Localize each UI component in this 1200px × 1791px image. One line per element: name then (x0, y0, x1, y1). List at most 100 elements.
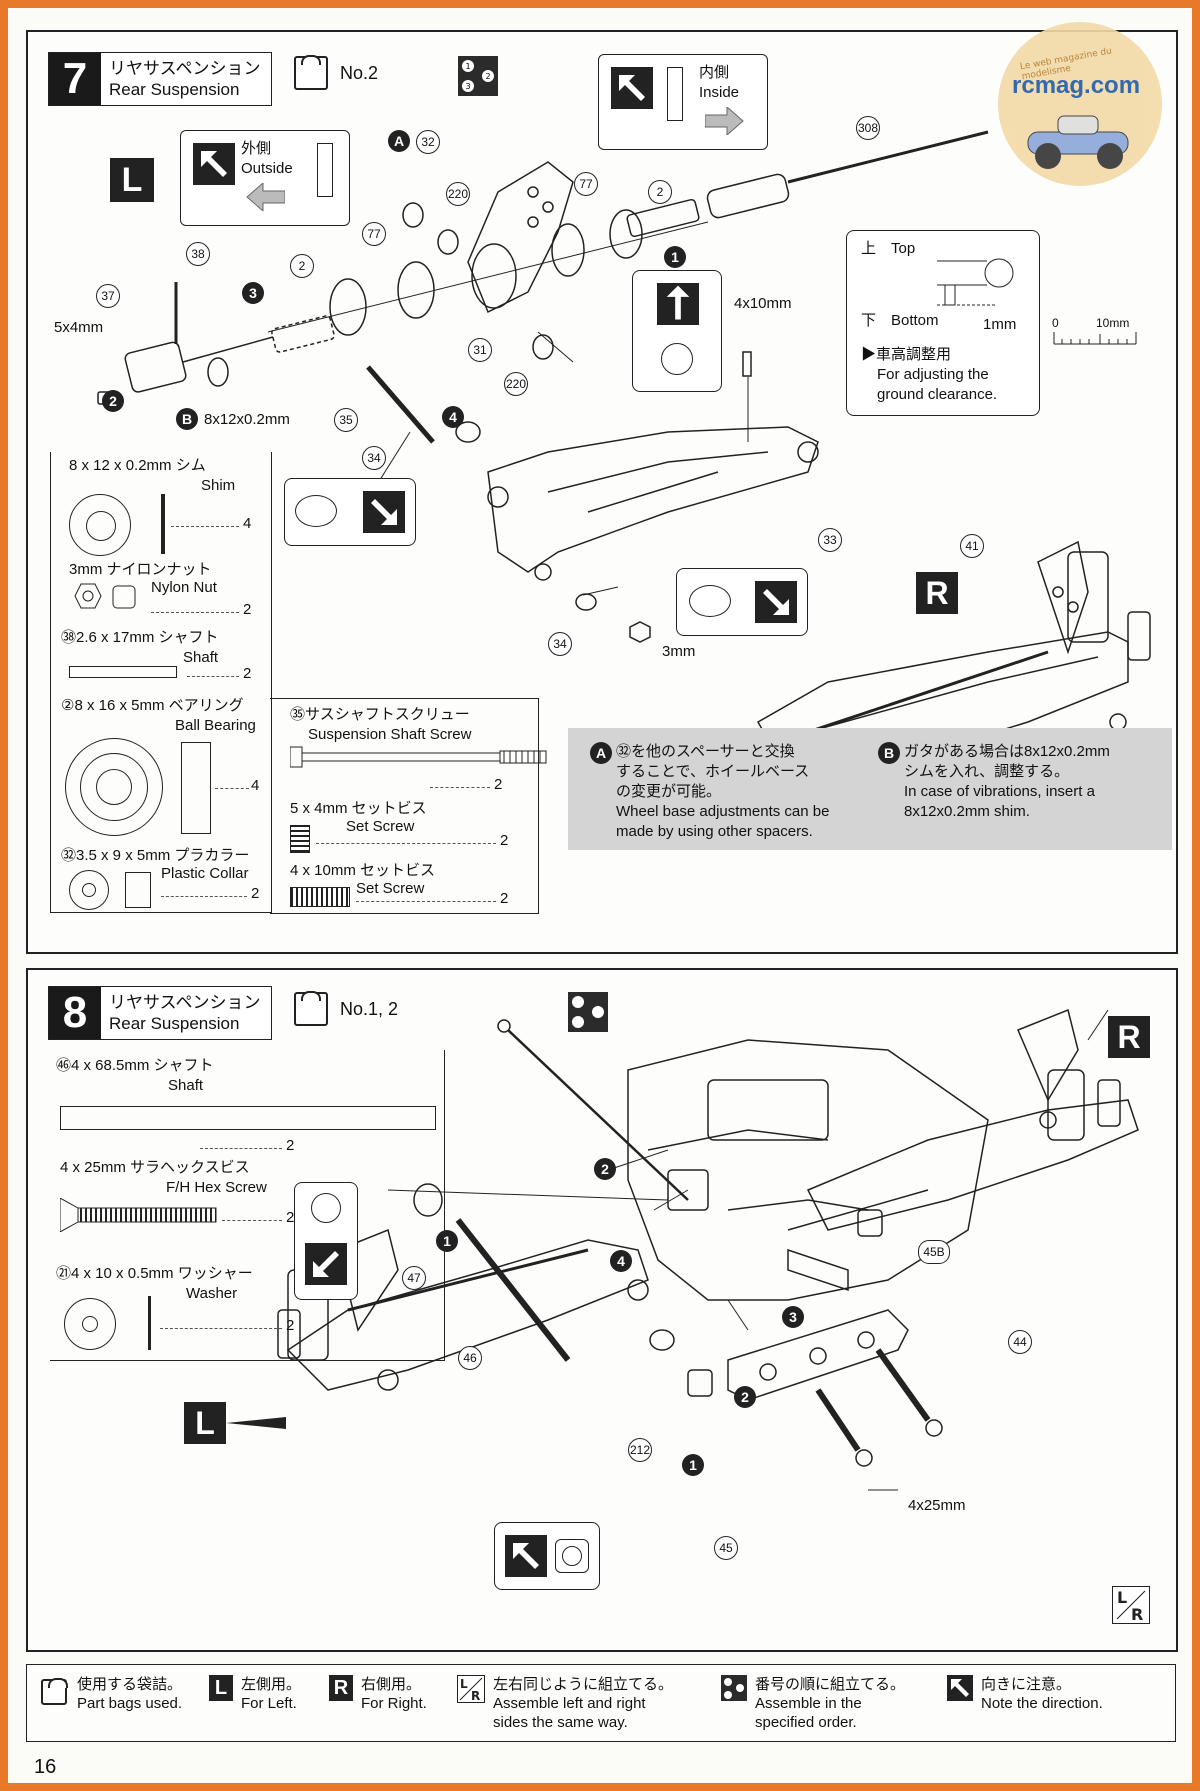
arrow-left-icon (245, 181, 286, 215)
part-callout: 220 (446, 182, 470, 206)
dim-3mm: 3mm (662, 643, 696, 660)
left-mark-icon: L (209, 1675, 233, 1701)
step8-bag: No.1, 2 (294, 991, 398, 1026)
inside-jp: 内側 (699, 64, 730, 81)
legend-direction-en: Note the direction. (981, 1695, 1103, 1712)
part-screw35-en: Suspension Shaft Screw (308, 726, 472, 743)
step-order-4: 4 (442, 406, 464, 428)
step8-title-jp: リヤサスペンション (109, 993, 261, 1012)
part-callout: 34 (548, 632, 572, 656)
right-side-mark: R (1108, 1016, 1150, 1058)
part-setscrew10-en: Set Screw (356, 880, 425, 897)
direction-icon (947, 1675, 973, 1701)
page-number: 16 (34, 1756, 57, 1778)
note-a-jp1: ㉜を他のスペーサーと交換 (616, 743, 795, 760)
part-fh-jp: 4 x 25mm サラヘックスビス (60, 1159, 250, 1176)
legend-order-en2: specified order. (755, 1714, 857, 1731)
legend-bag-en: Part bags used. (77, 1695, 183, 1712)
note-a-marker: A (388, 130, 410, 152)
svg-text:L: L (460, 1677, 468, 1691)
outside-jp: 外側 (241, 140, 272, 157)
legend-right: R 右側用。 For Right. (329, 1675, 427, 1713)
inside-spacer-icon (667, 67, 683, 121)
ground-en2: ground clearance. (877, 386, 998, 403)
part-shaft46-jp: ㊻4 x 68.5mm シャフト (56, 1057, 214, 1074)
shaft46-drawing (60, 1106, 436, 1130)
part-callout: 45 (714, 1536, 738, 1560)
collar-icon (311, 1193, 341, 1223)
top-jp: 上 (861, 240, 877, 257)
ground-jp: ▶車高調整用 (861, 346, 952, 363)
part-collar-en: Plastic Collar (161, 865, 249, 882)
step8-number: 8 (49, 987, 101, 1039)
step7-bag: No.2 (294, 55, 378, 90)
spacer-direction-callout (632, 270, 722, 392)
collar-icon (295, 495, 337, 527)
left-side-mark: L (110, 158, 154, 202)
svg-text:1: 1 (465, 62, 470, 71)
note-a-jp2: することで、ホイールベース (616, 763, 810, 780)
note-b-jp2: シムを入れ、調整する。 (904, 763, 1070, 780)
part-shaft-en: Shaft (183, 649, 219, 666)
legend-right-en: For Right. (361, 1695, 427, 1712)
shaft-drawing (69, 666, 177, 678)
part-callout: 44 (1008, 1330, 1032, 1354)
note-b-en1: In case of vibrations, insert a (904, 783, 1095, 800)
part-shaft-jp: ㊳2.6 x 17mm シャフト (61, 629, 219, 646)
part-shaft46-en: Shaft (168, 1077, 204, 1094)
part-washer-qty: 2 (286, 1317, 295, 1334)
bottom-jp: 下 (861, 312, 877, 329)
note-b-marker: B (176, 408, 198, 430)
part-callout: 47 (402, 1266, 426, 1290)
step-order-4: 4 (610, 1250, 632, 1272)
legend-order: 番号の順に組立てる。 Assemble in the specified ord… (721, 1675, 905, 1732)
part-setscrew5-qty: 2 (500, 832, 509, 849)
arrow-right-icon (704, 105, 745, 139)
step-order-3: 3 (242, 282, 264, 304)
gap-dim: 1mm (983, 316, 1017, 333)
part-callout: 35 (334, 408, 358, 432)
svg-text:3: 3 (465, 82, 470, 91)
svg-text:2: 2 (485, 72, 490, 81)
arrow-right-icon (226, 1417, 286, 1429)
part-nut-jp: 3mm ナイロンナット (69, 561, 212, 578)
legend-bag-jp: 使用する袋詰。 (77, 1676, 183, 1693)
legend-right-jp: 右側用。 (361, 1676, 422, 1693)
dim-5x4: 5x4mm (54, 319, 104, 336)
rcmag-watermark: Le web magazine du modelisme rcmag.com (998, 22, 1162, 186)
note-a-badge: A (590, 742, 612, 764)
order-icon (568, 992, 608, 1032)
note-b-jp1: ガタがある場合は8x12x0.2mm (904, 743, 1110, 760)
screw35-drawing (290, 746, 547, 768)
part-shim-qty: 4 (243, 515, 252, 532)
outside-callout: 外側 Outside (180, 130, 350, 226)
part-callout: 77 (362, 222, 386, 246)
left-side-mark: L (184, 1402, 226, 1444)
scale-10: 10mm (1096, 316, 1130, 330)
part-collar-qty: 2 (251, 885, 260, 902)
bearing-edge (181, 742, 211, 834)
part-callout: 45B (918, 1240, 950, 1264)
part-callout: 308 (856, 116, 880, 140)
fh-screw-drawing (60, 1198, 217, 1232)
shim-drawing (69, 494, 131, 556)
bag-icon (294, 55, 328, 90)
direction-icon (193, 143, 235, 185)
right-mark-icon: R (329, 1675, 353, 1701)
legend-order-jp: 番号の順に組立てる。 (755, 1676, 906, 1693)
svg-text:R: R (471, 1689, 480, 1702)
step7-number: 7 (49, 53, 101, 105)
legend-bar: 使用する袋詰。 Part bags used. L 左側用。 For Left.… (26, 1664, 1176, 1742)
part-nut-qty: 2 (243, 601, 252, 618)
dim-4x25: 4x25mm (908, 1497, 966, 1514)
spacer-icon (661, 343, 693, 375)
part-setscrew5-jp: 5 x 4mm セットビス (290, 800, 427, 817)
part-callout: 37 (96, 284, 120, 308)
part-washer-jp: ㉑4 x 10 x 0.5mm ワッシャー (56, 1265, 253, 1282)
step-order-1b: 1 (682, 1454, 704, 1476)
legend-left-jp: 左側用。 (241, 1676, 302, 1693)
step-order-3: 3 (782, 1306, 804, 1328)
